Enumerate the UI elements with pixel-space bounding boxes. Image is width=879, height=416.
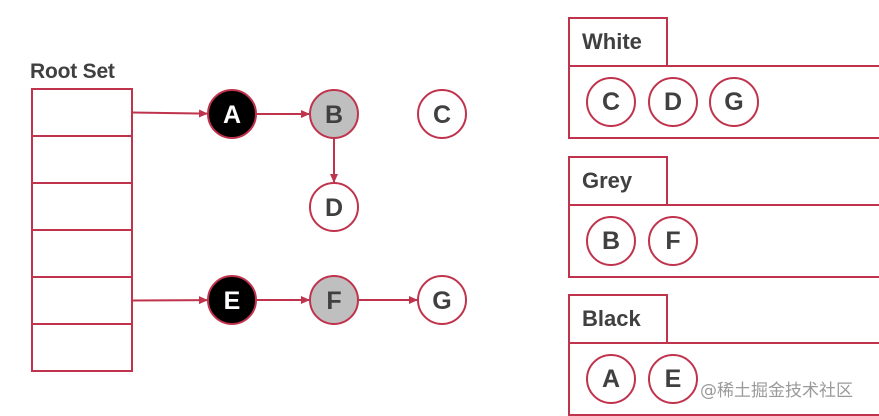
- root-set-slot-3: [32, 183, 132, 230]
- root-set-slot-1: [32, 89, 132, 136]
- root-set-slot-2: [32, 136, 132, 183]
- black-set-tab: Black: [568, 294, 668, 344]
- node-F: F: [310, 276, 358, 324]
- white-set-member: C: [586, 77, 636, 127]
- white-set-box: C D G: [568, 65, 879, 139]
- node-label-F: F: [326, 287, 341, 315]
- node-D: D: [310, 183, 358, 231]
- node-label-B: B: [325, 101, 343, 129]
- reference-edges: [132, 113, 417, 301]
- black-set-member: E: [648, 354, 698, 404]
- root-set-slots: [32, 89, 132, 371]
- edge-root-slot-1-to-A: [132, 113, 207, 114]
- object-nodes: A B C D E F G: [208, 90, 466, 324]
- node-label-C: C: [433, 101, 451, 129]
- root-set-slot-4: [32, 230, 132, 277]
- white-set-member: G: [709, 77, 759, 127]
- object-graph: A B C D E F G: [0, 0, 560, 412]
- node-B: B: [310, 90, 358, 138]
- grey-set-member: B: [586, 216, 636, 266]
- node-label-G: G: [432, 287, 451, 315]
- grey-set-box: B F: [568, 204, 879, 278]
- root-set-slot-6: [32, 324, 132, 371]
- watermark-text: @稀土掘金技术社区: [700, 376, 853, 401]
- black-set-member: A: [586, 354, 636, 404]
- node-A: A: [208, 90, 256, 138]
- node-C: C: [418, 90, 466, 138]
- node-label-A: A: [223, 101, 241, 129]
- node-label-D: D: [325, 194, 343, 222]
- node-E: E: [208, 276, 256, 324]
- white-set-tab: White: [568, 17, 668, 67]
- grey-set-member: F: [648, 216, 698, 266]
- grey-set-tab: Grey: [568, 156, 668, 206]
- node-G: G: [418, 276, 466, 324]
- white-set-member: D: [648, 77, 698, 127]
- root-set-slot-5: [32, 277, 132, 324]
- node-label-E: E: [224, 287, 241, 315]
